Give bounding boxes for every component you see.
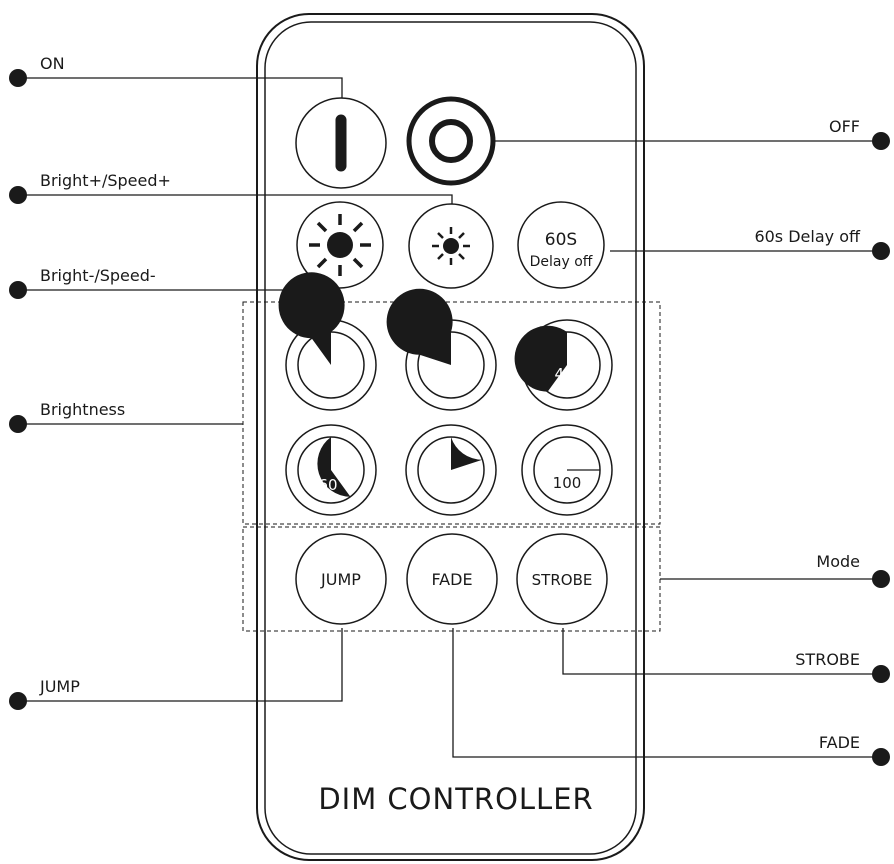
remote-title: DIM CONTROLLER — [318, 782, 593, 816]
callout-mode: Mode — [816, 552, 860, 571]
bright-plus-button[interactable] — [296, 201, 384, 289]
brightness-button-6[interactable]: 100 — [521, 424, 613, 516]
remote-body-outer — [256, 13, 645, 861]
brightness-button-1[interactable]: 10 — [278, 272, 377, 411]
level-fill — [278, 272, 345, 365]
callout-brightness: Brightness — [40, 400, 126, 419]
callout-lines — [18, 77, 881, 758]
callout-bright-speed-minus: Bright-/Speed- — [40, 266, 156, 285]
jump-button[interactable]: JUMP — [295, 533, 387, 625]
fade-label: FADE — [431, 570, 472, 589]
fade-button[interactable]: FADE — [406, 533, 498, 625]
callout-dot-on — [9, 69, 27, 87]
brightness-button-2[interactable]: 20 — [386, 288, 497, 411]
off-button[interactable] — [406, 96, 496, 186]
callout-dot-off — [872, 132, 890, 150]
level-label: 40 — [554, 365, 573, 383]
callout-on: ON — [40, 54, 65, 73]
callout-dot-delay — [872, 242, 890, 260]
callout-dot-brightness — [9, 415, 27, 433]
level-fill — [317, 437, 351, 497]
callout-bright-speed-plus: Bright+/Speed+ — [40, 171, 171, 190]
callout-dot-bright-minus — [9, 281, 27, 299]
callout-dot-bright-plus — [9, 186, 27, 204]
callout-strobe: STROBE — [795, 650, 860, 669]
delay-off-button[interactable]: 60S Delay off — [517, 201, 605, 289]
callout-off: OFF — [829, 117, 860, 136]
delay-line2: Delay off — [530, 254, 593, 270]
level-label: 100 — [553, 474, 582, 492]
brightness-button-4[interactable]: 60 — [285, 424, 377, 516]
remote-body-inner — [264, 21, 637, 855]
callout-delay-off: 60s Delay off — [754, 227, 860, 246]
level-label: 20 — [437, 474, 456, 492]
callout-dots — [9, 69, 890, 766]
on-button[interactable] — [295, 97, 387, 189]
brightness-group-box — [242, 301, 661, 525]
callout-dot-fade — [872, 748, 890, 766]
brightness-button-5[interactable]: 20 — [405, 424, 497, 516]
sun-small-icon — [432, 227, 470, 265]
callout-dot-mode — [872, 570, 890, 588]
callout-jump: JUMP — [40, 677, 80, 696]
level-fill — [514, 325, 567, 392]
level-label: 20 — [438, 365, 457, 383]
bright-minus-button[interactable] — [408, 203, 494, 289]
delay-line1: 60S — [545, 230, 577, 250]
sun-large-icon — [309, 214, 371, 276]
strobe-label: STROBE — [532, 571, 593, 589]
level-fill — [386, 288, 453, 365]
level-label: 10 — [318, 365, 337, 383]
level-fill — [451, 437, 483, 470]
level-label: 60 — [318, 476, 337, 494]
callout-dot-jump — [9, 692, 27, 710]
power-off-icon — [429, 119, 473, 163]
brightness-button-3[interactable]: 40 — [514, 319, 613, 411]
callout-dot-strobe — [872, 665, 890, 683]
brightness-buttons: 10 20 40 60 20 100 — [278, 272, 613, 516]
callout-fade: FADE — [818, 733, 860, 752]
strobe-button[interactable]: STROBE — [516, 533, 608, 625]
jump-label: JUMP — [320, 570, 361, 589]
